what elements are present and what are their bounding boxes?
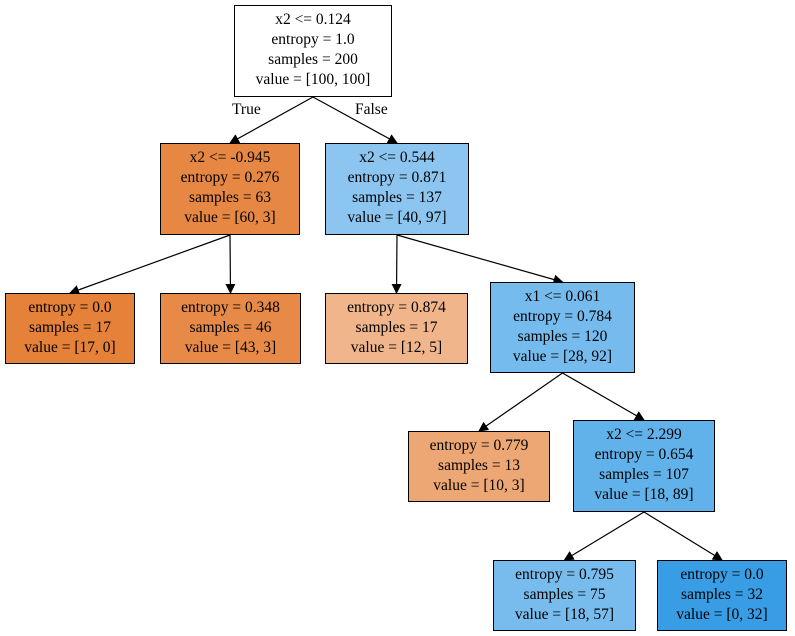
node-text-line: value = [10, 3] — [433, 477, 525, 494]
tree-node-n2: x2 <= 0.544 entropy = 0.871 samples = 137 v… — [325, 143, 469, 235]
edge-n2-n6 — [396, 234, 564, 285]
node-text-line: samples = 120 — [517, 328, 608, 345]
node-text-line: value = [40, 97] — [347, 209, 447, 226]
node-text-line: value = [18, 89] — [594, 486, 694, 503]
node-text-line: value = [0, 32] — [676, 606, 768, 623]
node-text-line: samples = 17 — [29, 319, 111, 336]
node-text-line: x2 <= 0.124 — [275, 11, 351, 28]
node-text-line: entropy = 0.0 — [28, 299, 112, 316]
node-text-line: entropy = 0.276 — [180, 169, 280, 186]
node-text-line: entropy = 0.0 — [680, 566, 764, 583]
node-text-line: value = [60, 3] — [184, 209, 276, 226]
tree-node-n6: x1 <= 0.061 entropy = 0.784 samples = 120 v… — [490, 282, 635, 373]
node-text-line: samples = 107 — [599, 466, 689, 483]
node-text-line: samples = 200 — [268, 51, 358, 68]
node-text-line: value = [28, 92] — [512, 348, 613, 365]
node-text-line: samples = 75 — [523, 586, 606, 603]
edge-n1-n3 — [69, 234, 231, 295]
tree-node-n9: entropy = 0.795 samples = 75 value = [18, … — [493, 560, 636, 631]
node-text-line: x2 <= 2.299 — [606, 426, 682, 443]
node-text-line: entropy = 1.0 — [271, 31, 355, 48]
tree-node-n3: entropy = 0.0 samples = 17 value = [17, 0] — [5, 293, 135, 364]
node-text-line: samples = 63 — [189, 189, 271, 206]
tree-node-n0: x2 <= 0.124 entropy = 1.0 samples = 200 val… — [234, 5, 392, 97]
tree-node-n8: x2 <= 2.299 entropy = 0.654 samples = 107 v… — [573, 420, 715, 512]
tree-node-n1: x2 <= -0.945 entropy = 0.276 samples = 63 v… — [160, 143, 300, 235]
edge-n6-n7 — [478, 372, 563, 432]
edge-n2-n5 — [391, 234, 402, 294]
node-text-line: x1 <= 0.061 — [524, 288, 601, 305]
node-text-line: value = [12, 5] — [350, 339, 443, 356]
tree-node-n4: entropy = 0.348 samples = 46 value = [43, … — [160, 293, 301, 364]
node-text-line: x2 <= -0.945 — [189, 149, 271, 166]
node-text-line: samples = 46 — [189, 319, 272, 336]
node-text-line: entropy = 0.348 — [181, 299, 280, 316]
node-text-line: value = [17, 0] — [24, 339, 116, 356]
edge-n6-n8 — [562, 372, 645, 421]
tree-node-n10: entropy = 0.0 samples = 32 value = [0, 32] — [657, 560, 787, 631]
node-text-line: entropy = 0.874 — [347, 299, 446, 316]
node-text-line: samples = 17 — [355, 319, 438, 336]
edge-n8-n9 — [563, 511, 645, 561]
node-text-line: entropy = 0.784 — [513, 308, 612, 325]
node-text-line: entropy = 0.654 — [594, 446, 694, 463]
edge-label-false: False — [355, 101, 388, 118]
node-text-line: samples = 13 — [438, 457, 520, 474]
node-text-line: entropy = 0.779 — [429, 437, 529, 454]
edge-label-true: True — [232, 101, 261, 118]
edge-n1-n4 — [225, 234, 236, 294]
node-text-line: value = [100, 100] — [255, 71, 371, 88]
node-text-line: value = [18, 57] — [514, 606, 615, 623]
node-text-line: x2 <= 0.544 — [359, 149, 435, 166]
edge-n0-n1 — [229, 96, 314, 144]
edge-n0-n2 — [312, 96, 398, 144]
node-text-line: samples = 137 — [352, 189, 442, 206]
node-text-line: entropy = 0.871 — [347, 169, 447, 186]
node-text-line: entropy = 0.795 — [515, 566, 614, 583]
edge-n8-n10 — [643, 511, 723, 561]
node-text-line: samples = 32 — [681, 586, 763, 603]
tree-node-n5: entropy = 0.874 samples = 17 value = [12, … — [325, 293, 468, 364]
tree-node-n7: entropy = 0.779 samples = 13 value = [10, … — [408, 431, 550, 502]
node-text-line: value = [43, 3] — [184, 339, 277, 356]
